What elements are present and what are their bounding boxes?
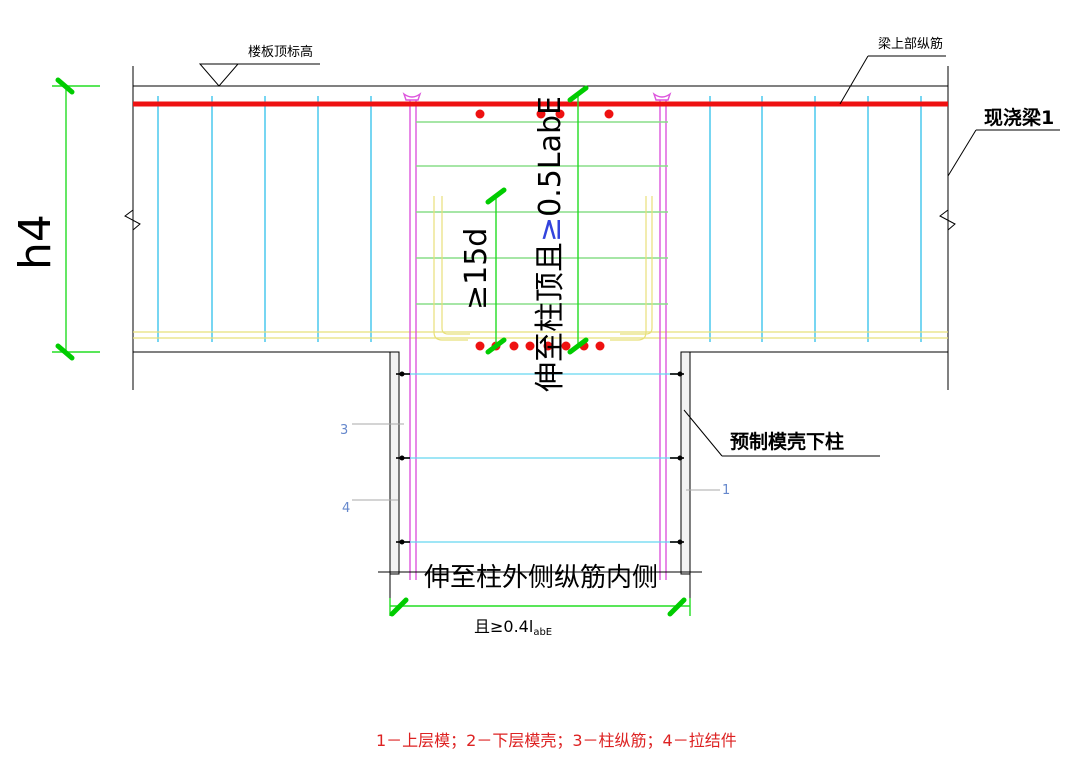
leader-lines	[352, 55, 1060, 501]
cast-in-place-beam-label: 现浇梁1	[984, 106, 1054, 129]
callout-1: 1	[722, 483, 730, 498]
beam-top-bar-label: 梁上部纵筋	[878, 36, 943, 52]
slab-top-elevation-label: 楼板顶标高	[248, 44, 313, 60]
callout-3: 3	[340, 423, 348, 438]
dimension-upper-anchor	[567, 85, 589, 355]
column-longitudinal-bars	[409, 100, 667, 580]
lower-anchor-sub: abE	[533, 627, 552, 638]
upper-anchor-ge: ≥	[533, 217, 568, 242]
precast-shell-column-label: 预制模壳下柱	[730, 430, 844, 453]
bar-section-dots	[475, 109, 614, 351]
callout-4: 4	[342, 501, 350, 516]
extend-to-column-inner-label: 伸至柱外侧纵筋内侧	[424, 563, 658, 593]
joint-horizontal-ties	[416, 121, 668, 305]
bar-cap-symbols	[402, 92, 672, 101]
beam-stirrups	[157, 96, 922, 342]
anchor-15d-label: ≥15d	[459, 228, 494, 310]
bar-hooks	[433, 196, 653, 341]
upper-anchor-prefix: 伸至柱顶且	[533, 242, 568, 392]
precast-shell-column	[378, 351, 702, 600]
column-stirrups	[400, 373, 682, 543]
lower-anchor-main: 且≥0.4l	[474, 617, 533, 636]
dimension-lower-width	[389, 597, 691, 617]
beam-outline	[124, 66, 956, 390]
dimension-15d	[485, 187, 507, 355]
upper-anchor-label: 伸至柱顶且≥0.5LabE	[533, 96, 568, 392]
h4-dimension-label: h4	[10, 214, 61, 270]
upper-anchor-suffix: 0.5LabE	[533, 96, 568, 217]
elevation-symbol	[198, 63, 320, 87]
tie-connectors	[396, 371, 684, 545]
legend-text: 1－上层模；2－下层模壳；3－柱纵筋；4－拉结件	[376, 731, 737, 750]
beam-bottom-bars	[133, 331, 948, 339]
dimension-h4	[52, 77, 100, 361]
lower-anchor-label: 且≥0.4labE	[474, 617, 552, 638]
